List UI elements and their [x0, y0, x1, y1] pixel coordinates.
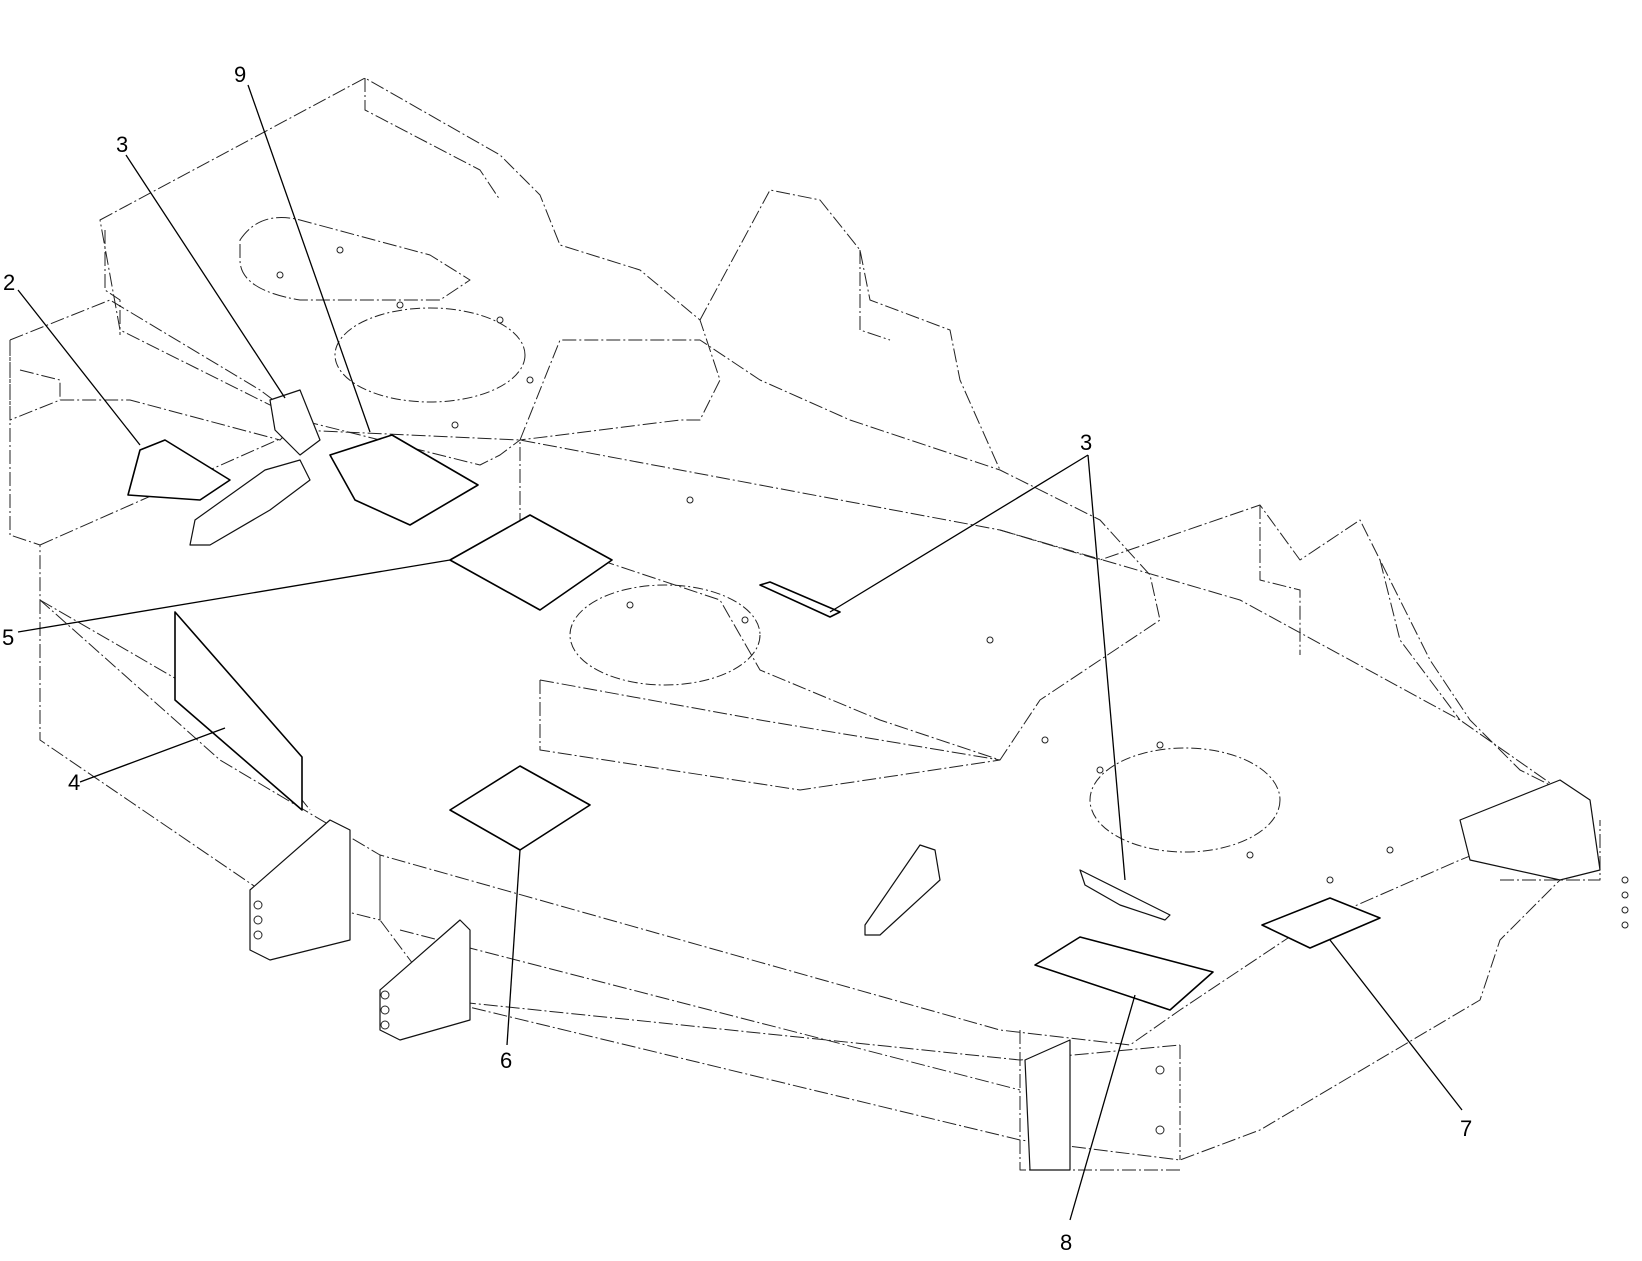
mounting-holes: [253, 246, 1629, 1135]
decal-4: [174, 611, 303, 811]
callout-7: 7: [1460, 1116, 1472, 1141]
decals: [127, 434, 1381, 1011]
right-frame: [999, 504, 1561, 791]
callout-3-right: 3: [1080, 430, 1092, 455]
callouts: 9 3 2 3 5 4 6 8 7: [2, 62, 1472, 1255]
decal-2: [127, 439, 231, 501]
front-skirt: [379, 820, 1561, 1161]
brackets: [189, 389, 1601, 1171]
decal-8: [1034, 936, 1214, 1011]
left-housing: [9, 299, 301, 441]
decal-3-center: [759, 581, 841, 618]
spindle-opening-center: [569, 584, 761, 686]
decal-7: [1261, 897, 1381, 949]
callout-3-left: 3: [116, 132, 128, 157]
spindle-opening-right: [1089, 747, 1281, 853]
callout-6: 6: [500, 1048, 512, 1073]
callout-5: 5: [2, 625, 14, 650]
decal-6: [449, 765, 591, 851]
decal-5: [449, 514, 613, 611]
center-frame: [519, 339, 1161, 761]
decal-9: [329, 434, 479, 526]
callout-2: 2: [3, 270, 15, 295]
mower-deck: [9, 77, 1601, 1171]
leader-lines: [17, 84, 1463, 1221]
callout-8: 8: [1060, 1230, 1072, 1255]
spindle-opening-left: [334, 307, 526, 403]
callout-4: 4: [68, 770, 80, 795]
rear-frame: [99, 77, 721, 466]
callout-9: 9: [234, 62, 246, 87]
